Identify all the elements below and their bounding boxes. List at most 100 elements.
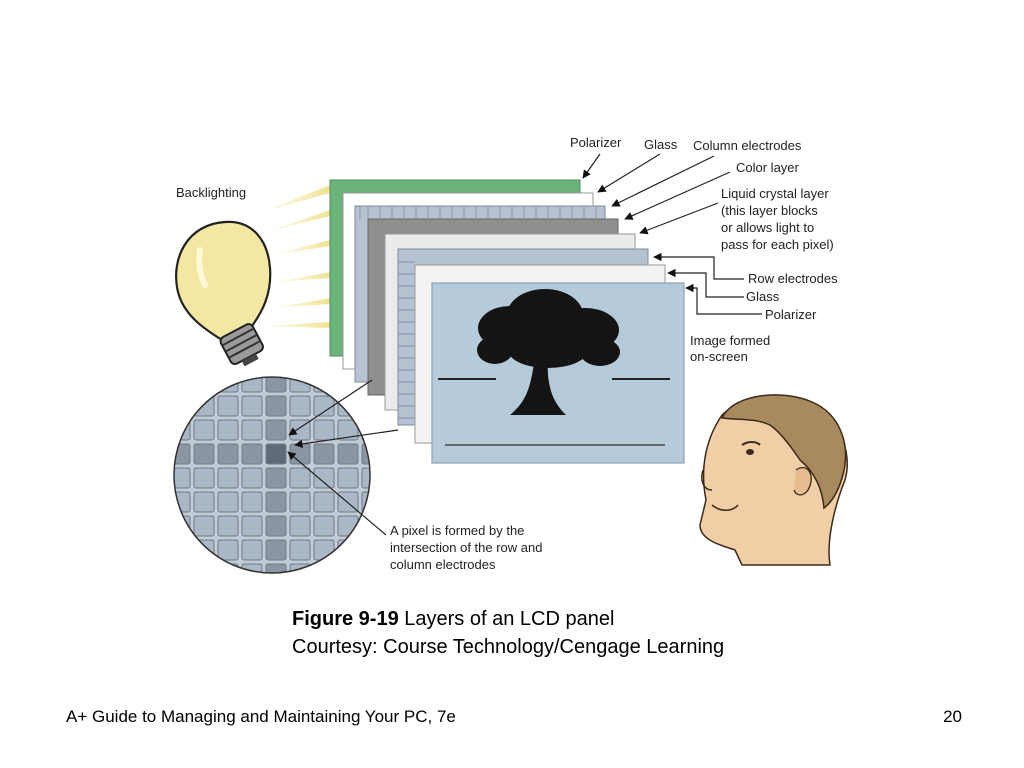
image-formed-label-line1: Image formed	[690, 333, 770, 348]
pixel-cell	[289, 515, 311, 537]
pixel-cell	[193, 467, 215, 489]
pixel-cell	[313, 443, 335, 465]
pixel-note-line1: A pixel is formed by the	[390, 523, 524, 538]
pixel-cell	[174, 443, 191, 465]
pixel-cell	[361, 515, 370, 537]
pixel-cell	[337, 443, 359, 465]
pixel-cell	[313, 467, 335, 489]
pixel-cell	[241, 515, 263, 537]
pixel-cell	[337, 467, 359, 489]
pixel-cell	[361, 395, 370, 417]
pixel-cell	[313, 539, 335, 561]
row-electrodes-label: Row electrodes	[748, 271, 838, 286]
pixel-cell	[289, 377, 311, 393]
pixel-cell	[217, 377, 239, 393]
pixel-cell	[337, 563, 359, 573]
pixel-cell	[217, 515, 239, 537]
pixel-cell	[265, 419, 287, 441]
pixel-cell	[265, 443, 287, 465]
pixel-cell	[193, 491, 215, 513]
pixel-cell	[174, 377, 191, 393]
pixel-cell	[217, 443, 239, 465]
pixel-cell	[313, 563, 335, 573]
pixel-cell	[265, 491, 287, 513]
pixel-cell	[361, 563, 370, 573]
pixel-cell	[361, 491, 370, 513]
image-formed-label-line2: on-screen	[690, 349, 748, 364]
magnified-pixel-grid	[173, 376, 371, 574]
pixel-cell	[241, 563, 263, 573]
pixel-cell	[265, 515, 287, 537]
liquid-crystal-label-line1: Liquid crystal layer	[721, 186, 829, 201]
pixel-cell	[313, 491, 335, 513]
electrode-grid-lines	[359, 206, 597, 419]
pixel-cell	[337, 419, 359, 441]
pixel-cell	[313, 395, 335, 417]
pixel-cell	[361, 539, 370, 561]
pixel-cell	[217, 539, 239, 561]
column-electrodes-label: Column electrodes	[693, 138, 802, 153]
pixel-cell	[361, 419, 370, 441]
pixel-cell	[241, 443, 263, 465]
liquid-crystal-label-line3: or allows light to	[721, 220, 814, 235]
lcd-layers-diagram: Backlighting Polarizer Glass Column elec…	[173, 135, 848, 574]
glass-front-label: Glass	[644, 137, 678, 152]
pixel-cell	[313, 515, 335, 537]
pixel-cell	[193, 539, 215, 561]
pixel-cell	[217, 563, 239, 573]
liquid-crystal-label-line2: (this layer blocks	[721, 203, 818, 218]
viewer-face-illustration	[699, 394, 848, 566]
pixel-cell	[265, 467, 287, 489]
pixel-cell	[289, 467, 311, 489]
figure-credit: Courtesy: Course Technology/Cengage Lear…	[292, 636, 725, 658]
footer-book-title: A+ Guide to Managing and Maintaining You…	[66, 707, 456, 726]
pixel-cell	[313, 377, 335, 393]
figure-title: Layers of an LCD panel	[398, 608, 615, 630]
pixel-cell	[174, 563, 191, 573]
tree-image	[438, 289, 670, 446]
pixel-cell	[174, 467, 191, 489]
label-arrows	[582, 153, 762, 315]
pixel-cell	[241, 491, 263, 513]
glass-back-label: Glass	[746, 289, 780, 304]
pixel-cell	[265, 395, 287, 417]
pixel-cell	[289, 491, 311, 513]
page-number: 20	[943, 707, 962, 726]
pixel-pointer-lines	[287, 379, 399, 536]
pixel-cell	[193, 419, 215, 441]
light-rays	[262, 185, 330, 328]
pixel-note-line3: column electrodes	[390, 557, 496, 572]
pixel-cell	[313, 419, 335, 441]
pixel-cell	[241, 419, 263, 441]
pixel-cell	[289, 395, 311, 417]
pixel-cell	[265, 563, 287, 573]
backlighting-label: Backlighting	[176, 185, 246, 200]
pixel-cell	[361, 467, 370, 489]
caption-title-line: Figure 9-19 Layers of an LCD panel	[292, 605, 724, 633]
pixel-cell	[241, 539, 263, 561]
pixel-cell	[337, 539, 359, 561]
figure-number: Figure 9-19	[292, 608, 399, 630]
pixel-cell	[241, 377, 263, 393]
pixel-cell	[174, 395, 191, 417]
pixel-cell	[193, 563, 215, 573]
liquid-crystal-label-line4: pass for each pixel)	[721, 237, 834, 252]
light-bulb-icon	[175, 220, 272, 367]
color-layer-label: Color layer	[736, 160, 800, 175]
pixel-cell	[289, 539, 311, 561]
pixel-cell	[217, 467, 239, 489]
pixel-cell	[193, 377, 215, 393]
pixel-cell	[241, 395, 263, 417]
pixel-cell	[289, 443, 311, 465]
pixel-cell	[174, 419, 191, 441]
pixel-cell	[217, 419, 239, 441]
pixel-note-line2: intersection of the row and	[390, 540, 542, 555]
pixel-cell	[217, 491, 239, 513]
pixel-cell	[217, 395, 239, 417]
pixel-cell	[193, 515, 215, 537]
pixel-cell	[193, 443, 215, 465]
figure-caption: Figure 9-19 Layers of an LCD panel Court…	[292, 605, 724, 661]
polarizer-back-label: Polarizer	[765, 307, 817, 322]
pixel-cell	[265, 377, 287, 393]
